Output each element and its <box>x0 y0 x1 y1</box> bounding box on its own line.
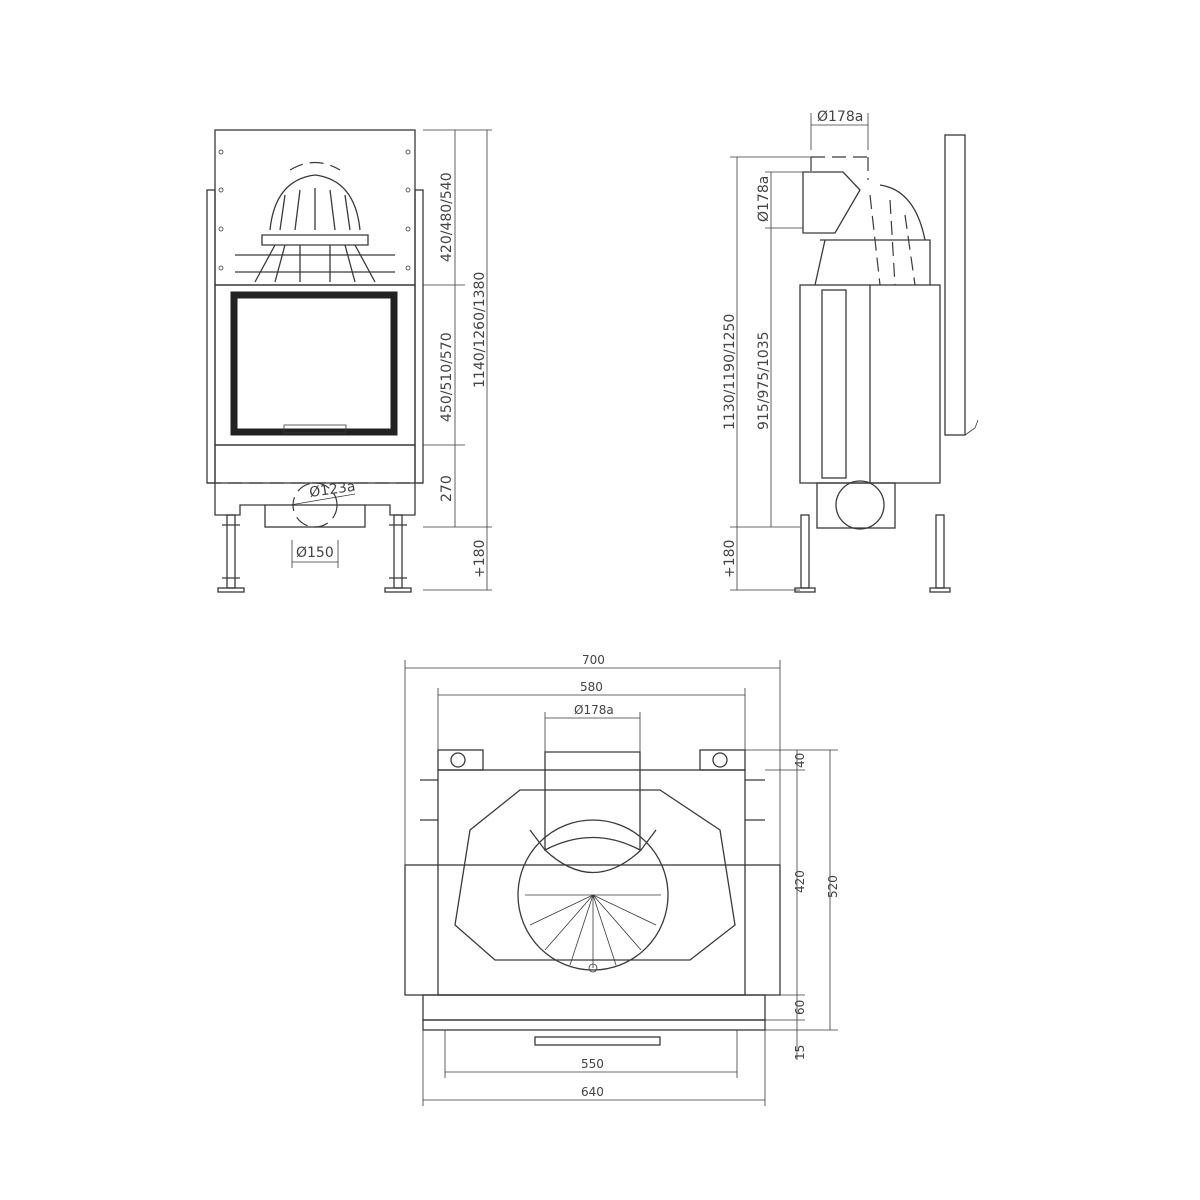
side-dome-ribs <box>869 194 916 286</box>
side-outlet-box <box>816 482 896 529</box>
side-view: Ø178a Ø178a 1130/1190/1250 915/975/1035 … <box>722 109 979 593</box>
side-dim-flue-top: Ø178a <box>817 109 863 125</box>
nut-left-icon <box>450 752 466 768</box>
front-dimension-lines <box>423 129 492 591</box>
top-dim-flue: Ø178a <box>574 703 614 717</box>
front-right-strip <box>414 189 424 484</box>
side-heat-exchanger <box>814 184 931 286</box>
top-bracket-right <box>699 749 746 771</box>
heat-exchanger-octagon <box>454 789 736 961</box>
top-dim-width-door: 550 <box>581 1057 604 1071</box>
side-outlet-circle <box>835 480 885 530</box>
top-dimension-lines <box>404 660 838 1106</box>
outlet-dim-label: Ø150 <box>296 545 334 561</box>
front-dim-total: 1140/1260/1380 <box>472 272 488 388</box>
side-legs <box>794 514 951 593</box>
top-dim-back: 40 <box>793 753 807 768</box>
top-dim-depth-body: 420 <box>793 870 807 893</box>
air-inlet-leader <box>289 493 356 506</box>
top-view: 700 580 Ø178a 40 420 520 60 15 550 640 <box>404 653 840 1106</box>
air-inlet-dim-label: Ø123a <box>308 479 356 501</box>
flue-collar-arc <box>529 829 657 873</box>
top-side-brackets <box>420 779 765 821</box>
flue-collar <box>802 171 861 234</box>
nut-right-icon <box>712 752 728 768</box>
front-legs <box>217 514 412 593</box>
air-inlet-circle <box>292 482 338 528</box>
top-dim-frame: 15 <box>793 1045 807 1060</box>
door-frame <box>230 291 398 436</box>
top-dim-depth-total: 520 <box>826 875 840 898</box>
front-feet-base <box>214 483 416 516</box>
heat-exchanger-ring <box>517 819 669 971</box>
top-flue-outlet <box>544 751 641 852</box>
side-dimension-lines <box>730 113 869 591</box>
side-back-panel <box>944 134 966 436</box>
front-dim-top: 420/480/540 <box>439 172 455 262</box>
top-bracket-left <box>437 749 484 771</box>
side-dim-total: 1130/1190/1250 <box>722 314 738 430</box>
top-front-frame <box>422 1019 766 1031</box>
top-dim-front: 60 <box>793 1000 807 1015</box>
front-base <box>214 444 416 484</box>
side-door-profile <box>821 289 847 479</box>
front-body <box>214 284 416 446</box>
outlet-spigot <box>264 504 366 528</box>
door-handle <box>283 424 347 434</box>
side-dim-flue-side: Ø178a <box>756 176 772 222</box>
front-left-strip <box>206 189 216 484</box>
center-lug <box>588 963 598 973</box>
top-dim-width-outer: 700 <box>582 653 605 667</box>
front-dim-door: 450/510/570 <box>439 332 455 422</box>
side-handle <box>964 419 979 436</box>
top-handle <box>534 1036 661 1046</box>
top-front-plate <box>422 994 766 1021</box>
side-dim-outlet-height: 915/975/1035 <box>756 331 772 430</box>
front-view: Ø123a Ø150 420/480/540 450/510/570 270 1… <box>206 129 492 593</box>
heat-exchanger-dome <box>235 161 395 283</box>
screw-holes <box>218 149 411 271</box>
top-dim-width-body: 580 <box>580 680 603 694</box>
top-inner-body <box>437 769 746 996</box>
flue-dashed <box>810 156 869 180</box>
front-dim-base: 270 <box>439 475 455 502</box>
top-dim-width-front: 640 <box>581 1085 604 1099</box>
outlet-dimension <box>291 540 339 568</box>
side-dim-legs: +180 <box>722 540 738 578</box>
front-dim-legs: +180 <box>472 540 488 578</box>
heat-exchanger-fins <box>525 894 661 968</box>
